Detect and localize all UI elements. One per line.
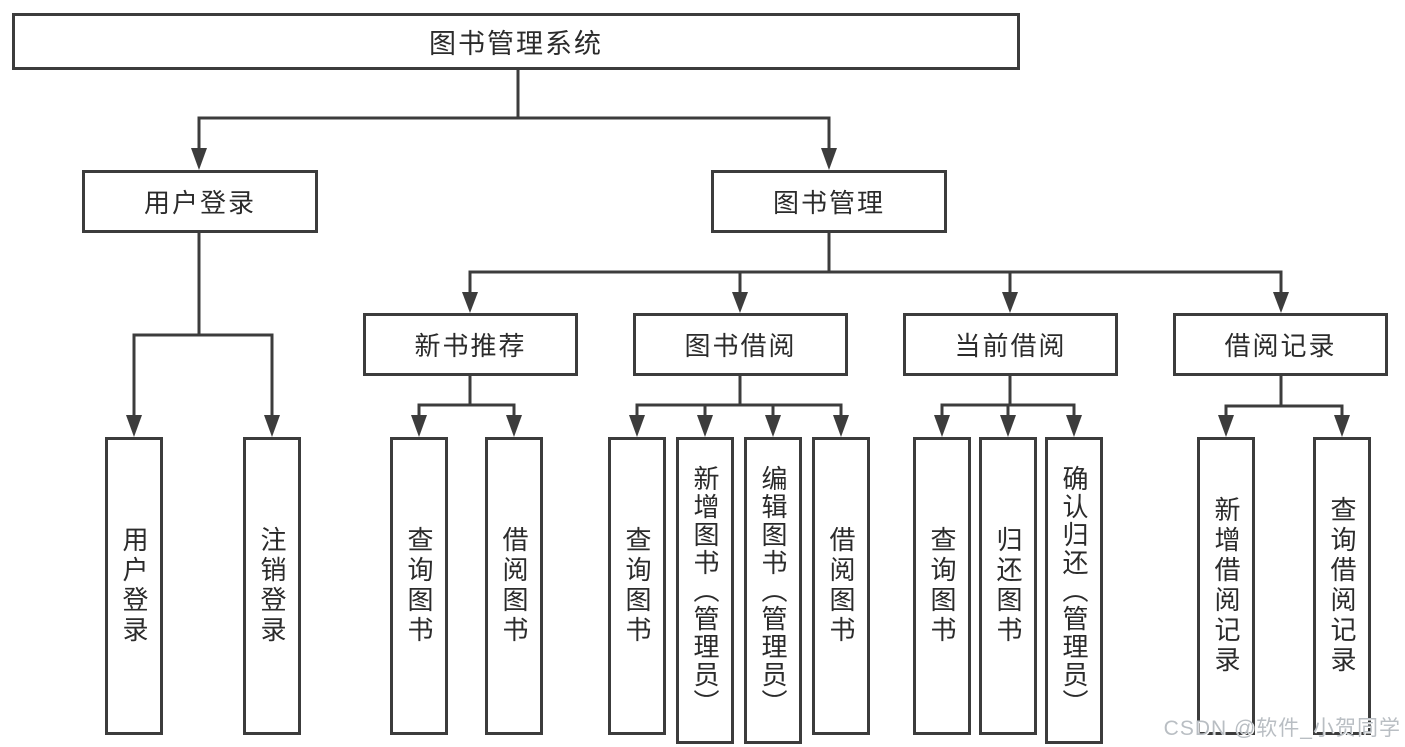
- leaf-user-login: 用户登录: [105, 437, 163, 735]
- connector-new-book-recommend-children: [411, 374, 522, 437]
- leaf-query-books-borrow: 查询图书: [608, 437, 666, 735]
- leaf-logout: 注销登录: [243, 437, 301, 735]
- leaf-query-books-current: 查询图书: [913, 437, 971, 735]
- connector-current-borrow-children: [934, 374, 1082, 437]
- connector-borrow-records-children: [1218, 374, 1350, 437]
- node-user-login: 用户登录: [82, 170, 318, 233]
- node-current-borrow: 当前借阅: [903, 313, 1118, 376]
- node-borrow-records: 借阅记录: [1173, 313, 1388, 376]
- connector-book-borrow-children: [629, 374, 849, 437]
- leaf-return-books: 归还图书: [979, 437, 1037, 735]
- leaf-borrow-books-recommend: 借阅图书: [485, 437, 543, 735]
- leaf-edit-books-admin: 编辑图书（管理员）: [744, 437, 802, 744]
- node-library-system: 图书管理系统: [12, 13, 1020, 70]
- leaf-query-borrow-record: 查询借阅记录: [1313, 437, 1371, 735]
- csdn-watermark: CSDN @软件_小贺同学: [1163, 717, 1401, 740]
- connector-user-login-children: [126, 231, 280, 437]
- connector-root-to-level2: [191, 68, 837, 170]
- connector-book-management-children: [462, 231, 1289, 313]
- node-new-book-recommend: 新书推荐: [363, 313, 578, 376]
- leaf-borrow-books: 借阅图书: [812, 437, 870, 735]
- leaf-query-books-recommend: 查询图书: [390, 437, 448, 735]
- leaf-add-books-admin: 新增图书（管理员）: [676, 437, 734, 744]
- leaf-add-borrow-record: 新增借阅记录: [1197, 437, 1255, 735]
- node-book-borrow: 图书借阅: [633, 313, 848, 376]
- leaf-confirm-return-admin: 确认归还（管理员）: [1045, 437, 1103, 744]
- node-book-management: 图书管理: [711, 170, 947, 233]
